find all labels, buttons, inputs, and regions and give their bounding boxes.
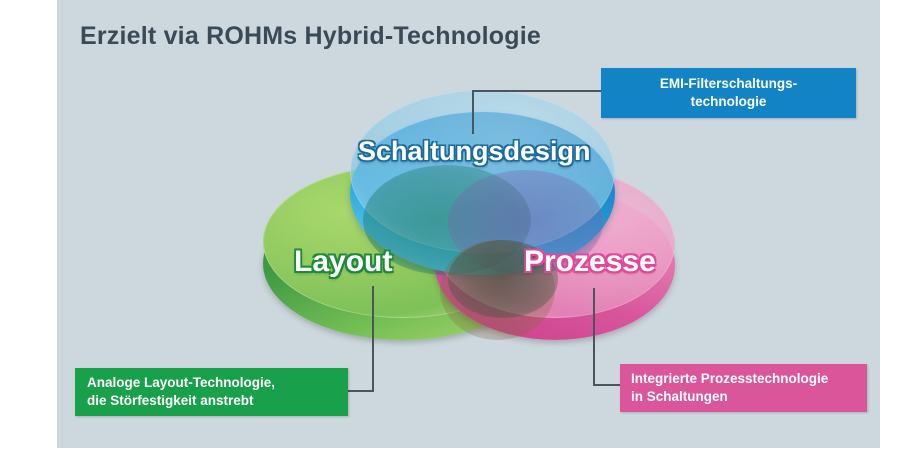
connector-layout-vertical: [372, 286, 374, 392]
callout-emi-line2: technologie: [690, 94, 767, 109]
connector-emi-vertical: [472, 90, 474, 134]
callout-integrierte-prozesstechnologie[interactable]: Integrierte Prozesstechnologie in Schalt…: [620, 364, 867, 412]
callout-prozess-line1: Integrierte Prozesstechnologie: [631, 371, 829, 386]
venn-label-layout: Layout: [294, 245, 393, 278]
schaltungsdesign-circle-face: [350, 90, 615, 253]
callout-analoge-layout-technologie[interactable]: Analoge Layout-Technologie, die Störfest…: [75, 368, 348, 416]
connector-prozess-horizontal: [593, 384, 621, 386]
connector-emi-horizontal: [472, 90, 602, 92]
connector-layout-horizontal: [348, 390, 374, 392]
callout-layout-line1: Analoge Layout-Technologie,: [87, 375, 276, 390]
connector-prozess-vertical: [593, 288, 595, 386]
venn-diagram: Schaltungsdesign Layout Prozesse: [250, 90, 690, 340]
callout-prozess-line2: in Schaltungen: [631, 389, 728, 404]
venn-label-prozesse: Prozesse: [524, 245, 656, 278]
callout-emi-filterschaltungstechnologie[interactable]: EMI-Filterschaltungs- technologie: [601, 68, 856, 118]
callout-emi-line1: EMI-Filterschaltungs-: [659, 76, 798, 91]
page-title: Erzielt via ROHMs Hybrid-Technologie: [80, 22, 541, 50]
callout-layout-line2: die Störfestigkeit anstrebt: [87, 393, 254, 408]
venn-label-schaltungsdesign: Schaltungsdesign: [358, 136, 591, 166]
